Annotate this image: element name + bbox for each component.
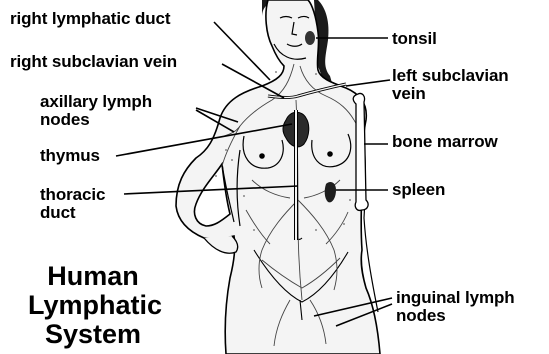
leader-right-lymphatic-duct [214,22,270,80]
diagram-title: Human Lymphatic System [28,262,158,349]
hand-on-hip [204,236,238,253]
label-left-subclavian-line2: vein [392,85,426,102]
label-thoracic-line2: duct [40,204,75,221]
title-line-3: System [28,320,158,349]
label-inguinal-line2: nodes [396,307,446,324]
label-left-subclavian-line1: left subclavian [392,67,509,84]
label-tonsil: tonsil [392,30,437,47]
label-axillary-lymph-line2: nodes [40,111,90,128]
leader-left-subclavian-vein [346,80,390,86]
title-line-2: Lymphatic [28,291,158,320]
label-inguinal-line1: inguinal lymph [396,289,515,306]
title-line-1: Human [28,262,158,291]
label-right-subclavian-vein: right subclavian vein [10,53,177,70]
label-axillary-lymph-line1: axillary lymph [40,93,152,110]
label-thoracic-line1: thoracic [40,186,105,203]
label-spleen: spleen [392,181,445,198]
body-outline [176,0,380,354]
label-right-lymphatic-duct: right lymphatic duct [10,10,170,27]
tonsil-spot [305,31,315,45]
label-thymus: thymus [40,147,100,164]
label-bone-marrow: bone marrow [392,133,498,150]
